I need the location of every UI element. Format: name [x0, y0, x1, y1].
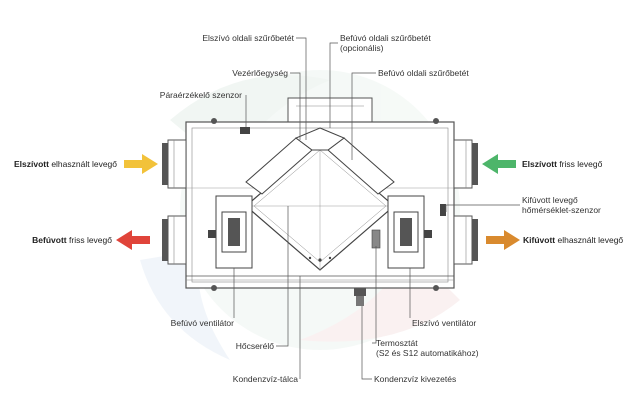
label-exhaust-air-out-bold: Elszívott	[14, 159, 49, 169]
outlet-temp-sensor-icon	[440, 204, 446, 216]
duct-left-bottom	[162, 215, 187, 265]
exhaust-fan	[387, 195, 432, 269]
label-supply-filter-optional-line2: (opcionális)	[340, 43, 384, 53]
label-supply-filter-optional-line1: Befúvó oldali szűrőbetét	[340, 33, 431, 43]
label-supply-filter-optional: Befúvó oldali szűrőbetét (opcionális)	[340, 33, 431, 53]
humidity-sensor-icon	[240, 127, 250, 134]
label-outlet-temp-sensor-line2: hőmérséklet-szenzor	[522, 205, 601, 215]
label-thermostat-line1: Termosztát	[376, 338, 418, 348]
condensate-drain	[354, 288, 366, 306]
label-exhaust-air-out-right-rest: elhasznált levegő	[555, 235, 624, 245]
duct-left-top	[162, 139, 187, 189]
label-humidity-sensor: Páraérzékelő szenzor	[159, 90, 242, 100]
label-thermostat-line2: (S2 és S12 automatikához)	[376, 348, 479, 358]
label-control-unit: Vezérlőegység	[232, 68, 288, 78]
label-exhaust-fan: Elszívó ventilátor	[412, 318, 477, 328]
label-heat-exchanger: Hőcserélő	[235, 341, 274, 351]
label-condensate-tray: Kondenzvíz-tálca	[232, 374, 298, 384]
label-supply-air-in: Befúvott friss levegő	[32, 235, 112, 245]
label-exhaust-filter: Elszívó oldali szűrőbetét	[202, 33, 294, 43]
arrow-exhaust-out-right-icon	[486, 230, 520, 250]
label-thermostat: Termosztát (S2 és S12 automatikához)	[376, 338, 479, 358]
arrow-exhaust-out-icon	[124, 154, 158, 174]
thermostat-icon	[371, 229, 381, 249]
label-supply-air-in-rest: friss levegő	[66, 235, 112, 245]
label-outlet-temp-sensor: Kifúvott levegő hőmérséklet-szenzor	[522, 195, 601, 215]
label-exhaust-air-out-right: Kifúvott elhasznált levegő	[523, 235, 623, 245]
label-exhaust-air-out: Elszívott elhasznált levegő	[14, 159, 117, 169]
label-exhaust-air-out-right-bold: Kifúvott	[523, 235, 556, 245]
label-exhaust-air-out-rest: elhasznált levegő	[48, 159, 117, 169]
duct-right-top	[453, 139, 478, 189]
label-condensate-drain: Kondenzvíz kivezetés	[374, 374, 457, 384]
label-fresh-air-in-bold: Elszívott	[522, 159, 557, 169]
leader-lines	[233, 37, 520, 380]
label-supply-filter: Befúvó oldali szűrőbetét	[378, 68, 469, 78]
arrow-fresh-in-icon	[482, 154, 516, 174]
label-supply-fan: Befúvó ventilátor	[170, 318, 234, 328]
label-fresh-air-in-rest: friss levegő	[556, 159, 603, 169]
arrow-supply-in-icon	[116, 230, 150, 250]
label-supply-air-in-bold: Befúvott	[32, 235, 67, 245]
label-outlet-temp-sensor-line1: Kifúvott levegő	[522, 195, 578, 205]
label-fresh-air-in: Elszívott friss levegő	[522, 159, 602, 169]
supply-fan	[208, 195, 253, 269]
duct-right-bottom	[453, 215, 478, 265]
